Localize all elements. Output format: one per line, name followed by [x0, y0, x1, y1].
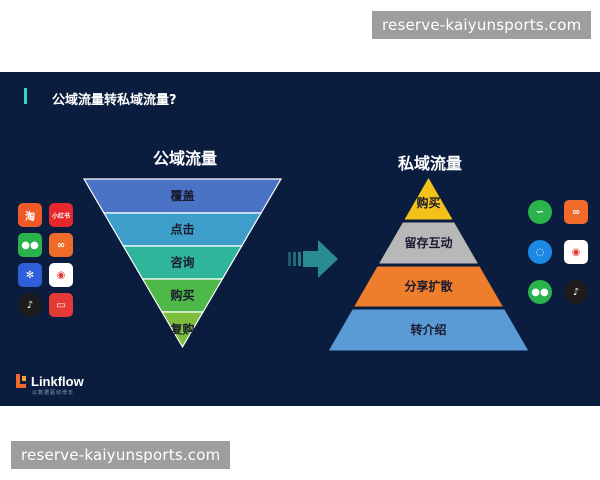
- funnel-layer-label: 复购: [169, 322, 194, 337]
- weibo-icon: ◉: [49, 263, 73, 287]
- logo-text: Linkflow: [31, 373, 84, 389]
- funnel-layer-label: 覆盖: [169, 188, 194, 203]
- arrow-stripe: [293, 252, 296, 266]
- kuaishou-icon: ∞: [49, 233, 73, 257]
- pyramid-layer: [379, 222, 478, 264]
- funnel-layer-label: 咨询: [170, 255, 194, 270]
- weibo-icon: ◉: [564, 240, 588, 264]
- pyramid-layer-label: 购买: [416, 195, 440, 210]
- slide: 公域流量转私域流量? 公域流量 私域流量 覆盖点击咨询购买复购 购买留存互动分享…: [0, 72, 600, 406]
- taobao-icon: 淘: [18, 203, 42, 227]
- public-traffic-heading: 公域流量: [152, 149, 217, 168]
- pyramid-layer-label: 分享扩散: [404, 279, 453, 294]
- funnel-layer: [160, 311, 205, 349]
- pyramid-layer: [354, 266, 503, 307]
- arrow-stripe: [288, 252, 291, 266]
- title-accent-bar: [24, 88, 27, 104]
- arrow-head: [303, 240, 338, 278]
- qq-icon: ◌: [528, 240, 552, 264]
- arrow-stripe: [298, 252, 301, 266]
- watermark-bottom: reserve-kaiyunsports.com: [11, 441, 231, 469]
- toutiao-icon: ▭: [49, 293, 73, 317]
- pyramid-layer-label: 转介绍: [410, 322, 446, 337]
- mini-program-icon: ∽: [528, 200, 552, 224]
- pyramid-layer: [328, 309, 529, 351]
- pyramid-layer: [404, 178, 453, 220]
- baidu-icon: ✻: [18, 263, 42, 287]
- wechat-icon: ●●: [18, 233, 42, 257]
- funnel-layer-label: 点击: [170, 222, 194, 237]
- wechat-icon: ●●: [528, 280, 552, 304]
- watermark-top: reserve-kaiyunsports.com: [372, 11, 592, 39]
- funnel-layer-label: 购买: [170, 288, 194, 303]
- douyin-icon: ♪: [564, 280, 588, 304]
- pyramid-layer-label: 留存互动: [404, 235, 452, 250]
- conversion-arrow: [288, 240, 338, 278]
- linkflow-logo: Linkflow: [14, 373, 84, 389]
- douyin-icon: ♪: [18, 293, 42, 317]
- xiaohongshu-icon: 小红书: [49, 203, 73, 227]
- slide-title: 公域流量转私域流量?: [52, 93, 177, 108]
- kuaishou-icon: ∞: [564, 200, 588, 224]
- private-traffic-heading: 私域流量: [397, 154, 462, 173]
- logo-subtitle: 以数据驱动增长: [32, 390, 75, 396]
- linkflow-mark-icon: [14, 373, 28, 389]
